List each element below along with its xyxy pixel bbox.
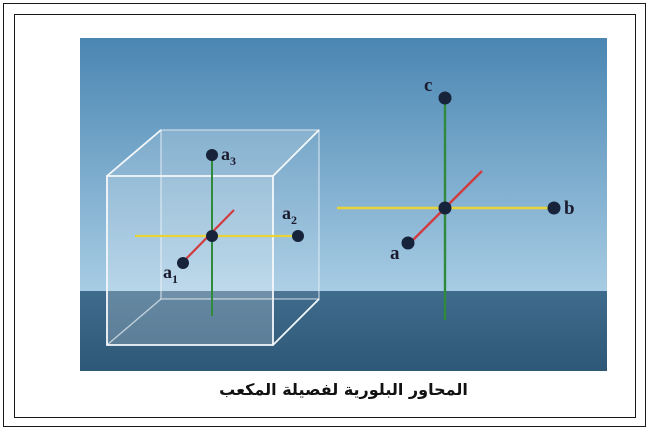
cube-edge (272, 298, 320, 346)
node-c (438, 91, 452, 105)
label-a1: a1 (163, 262, 178, 286)
node-a (401, 236, 415, 250)
cube-front-face (106, 175, 274, 346)
label-c: c (424, 75, 432, 96)
node-a2 (292, 230, 304, 242)
cube-edge (106, 129, 162, 177)
label-a2: a2 (282, 203, 297, 227)
cube: a3 a2 a1 (106, 129, 320, 346)
crystal-axes-system: c b a (337, 75, 575, 320)
figure-caption: المحاور البلورية لفصيلة المكعب (219, 380, 468, 399)
label-a3: a3 (221, 144, 236, 168)
cube-edge (106, 298, 162, 346)
background-floor (80, 291, 607, 371)
label-a: a (390, 243, 400, 264)
node-a3 (206, 149, 218, 161)
cube-center-node (206, 230, 218, 242)
label-b: b (564, 198, 575, 219)
cube-edge (272, 129, 320, 177)
node-a1 (177, 257, 189, 269)
axis-center-node (438, 201, 452, 215)
background-sky (80, 38, 607, 291)
crystal-axes-diagram: a3 a2 a1 c b a (80, 38, 607, 371)
node-b (547, 201, 561, 215)
